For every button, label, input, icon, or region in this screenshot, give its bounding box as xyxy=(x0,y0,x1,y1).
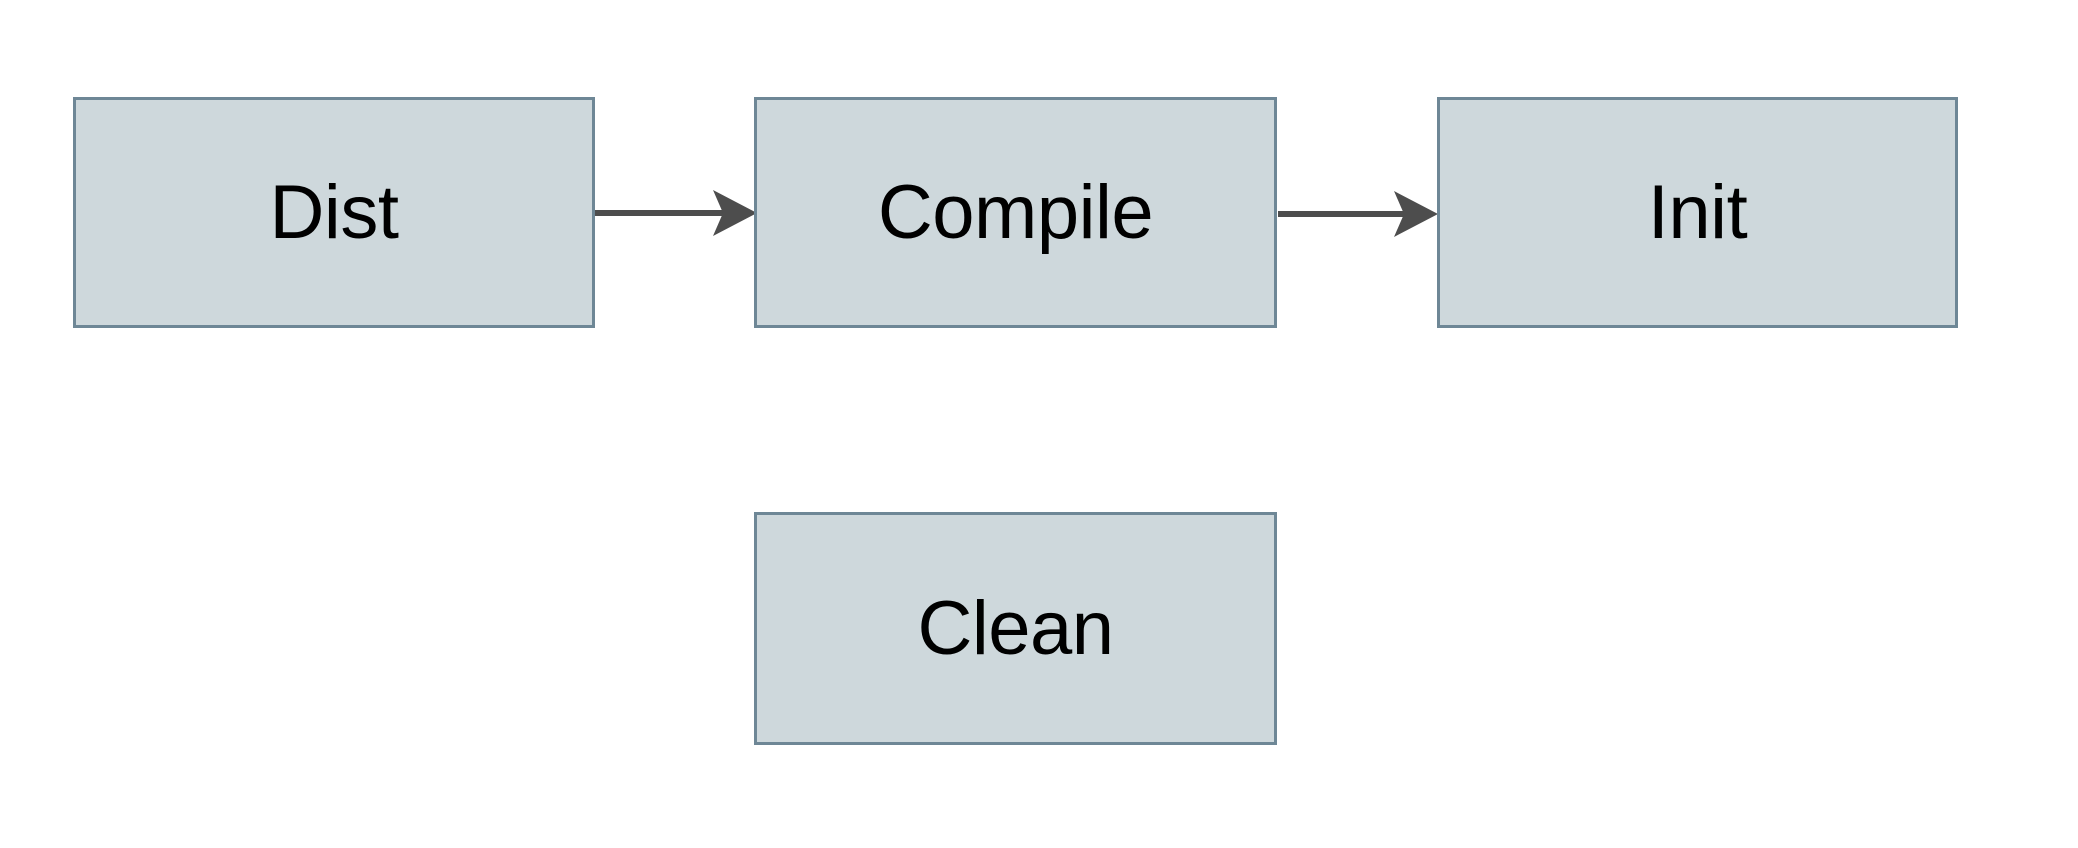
node-init-label: Init xyxy=(1647,169,1748,255)
edge-compile-to-init xyxy=(1278,191,1438,237)
node-compile-label: Compile xyxy=(877,169,1154,255)
node-dist-label: Dist xyxy=(269,169,399,255)
node-compile[interactable]: Compile xyxy=(754,97,1277,328)
node-init[interactable]: Init xyxy=(1437,97,1958,328)
edge-compile-to-init-arrowhead xyxy=(1394,191,1438,237)
edge-dist-to-compile-arrowhead xyxy=(713,190,757,236)
node-dist[interactable]: Dist xyxy=(73,97,595,328)
node-clean[interactable]: Clean xyxy=(754,512,1277,745)
node-clean-label: Clean xyxy=(917,585,1114,671)
edge-dist-to-compile xyxy=(595,190,757,236)
